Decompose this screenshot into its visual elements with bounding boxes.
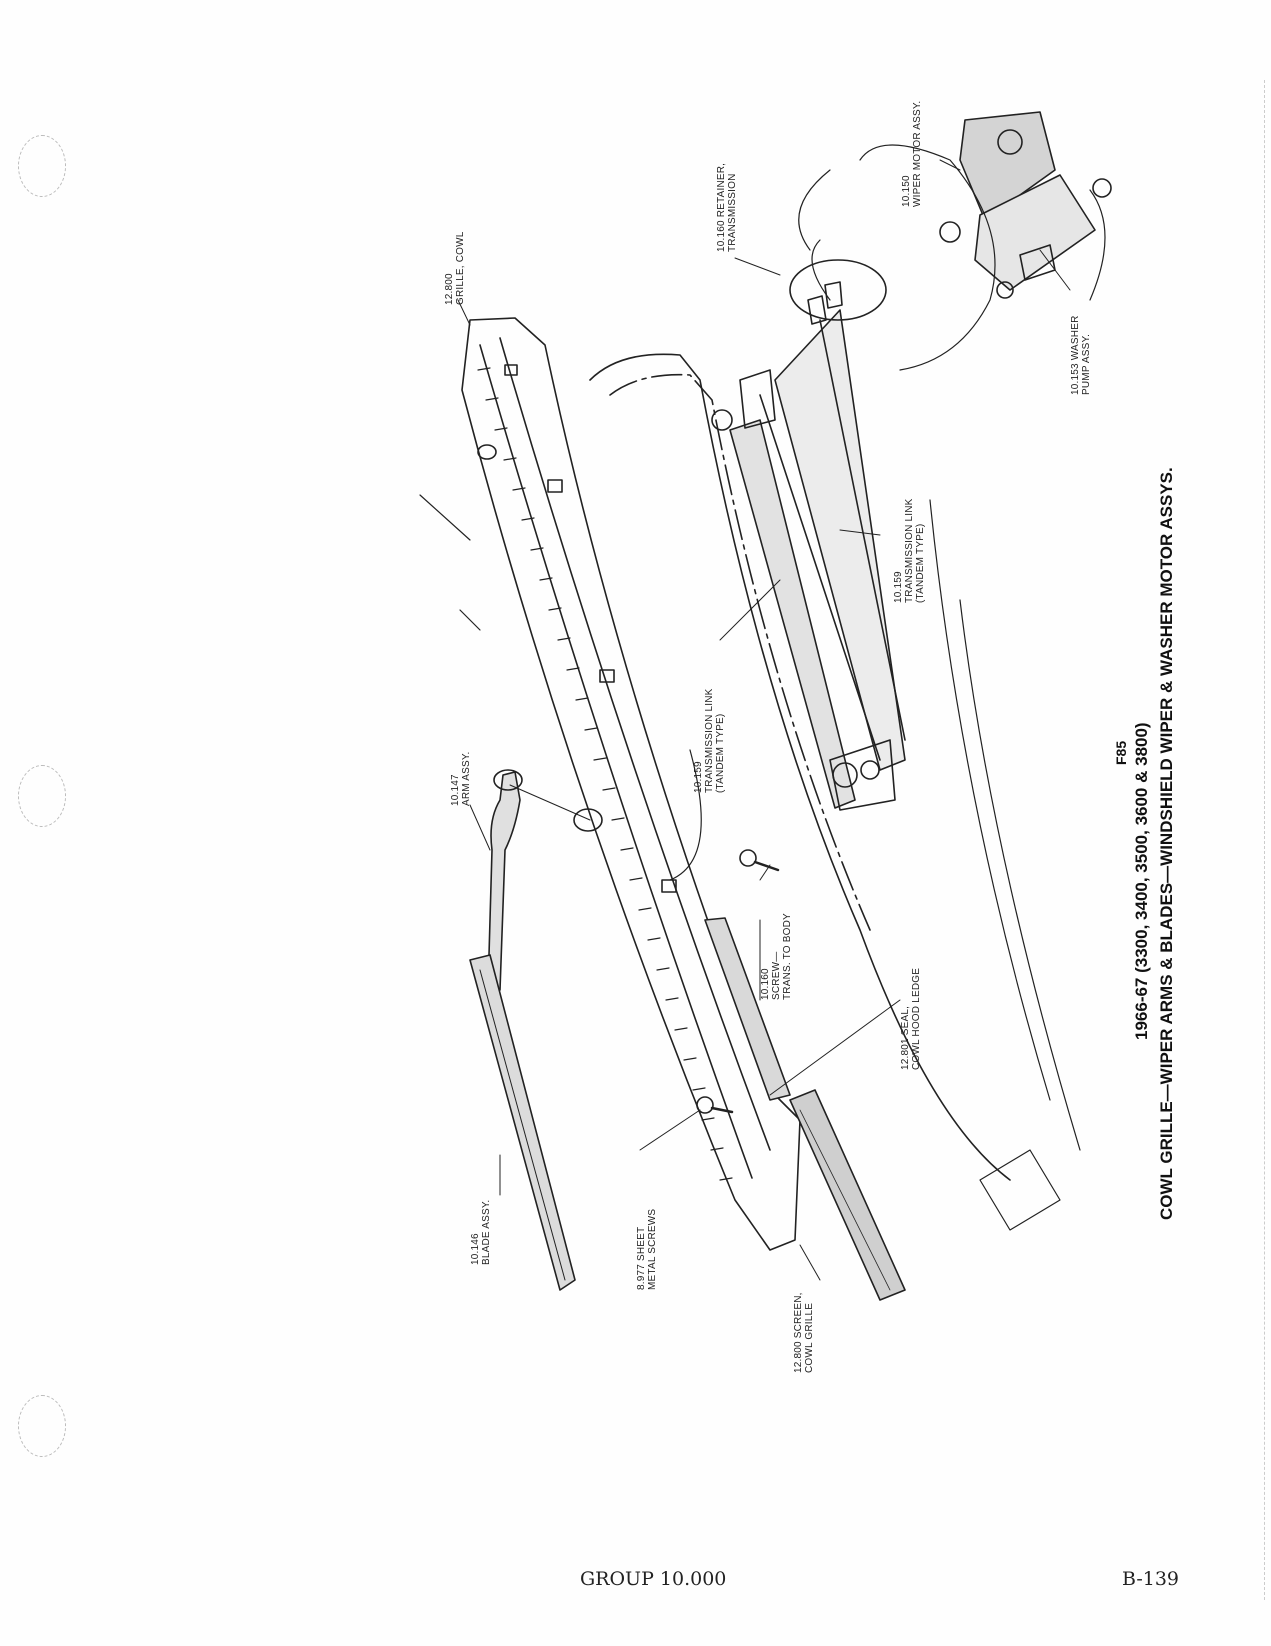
wiper-motor bbox=[939, 111, 1112, 299]
label-seal-cowl-hood: 12.801 SEAL, COWL HOOD LEDGE bbox=[900, 967, 922, 1070]
wiper-arm bbox=[487, 769, 523, 991]
sheet-metal-screw bbox=[696, 1096, 734, 1114]
label-wiper-motor: 10.150 WIPER MOTOR ASSY. bbox=[901, 100, 923, 207]
windshield-inner bbox=[609, 373, 871, 931]
label-screen-cowl-grille: 12.800 SCREEN, COWL GRILLE bbox=[793, 1292, 815, 1373]
label-sheet-metal-screws: 8.977 SHEET METAL SCREWS bbox=[636, 1208, 658, 1290]
footer-page-number: B-139 bbox=[1122, 1568, 1179, 1590]
label-retainer-transmission: 10.160 RETAINER, TRANSMISSION bbox=[716, 162, 738, 252]
transmission-retainer bbox=[789, 259, 887, 325]
figure-number: F85 bbox=[1113, 740, 1129, 765]
body-panel bbox=[929, 499, 1081, 1231]
footer-group: GROUP 10.000 bbox=[580, 1568, 727, 1590]
page-edge bbox=[1264, 80, 1265, 1600]
label-screw-trans-body: 10.160 SCREW— TRANS. TO BODY bbox=[760, 913, 793, 1000]
label-transmission-link-right: 10.159 TRANSMISSION LINK (TANDEM TYPE) bbox=[893, 498, 926, 603]
windshield-outline bbox=[589, 353, 1011, 1181]
label-blade-assy: 10.146 BLADE ASSY. bbox=[470, 1199, 492, 1265]
wiring bbox=[798, 144, 996, 371]
screw-trans-body bbox=[739, 849, 780, 872]
label-grille-cowl: 12.800 GRILLE, COWL bbox=[444, 231, 466, 305]
binder-hole bbox=[18, 135, 66, 197]
label-arm-assy: 10.147 ARM ASSY. bbox=[450, 751, 472, 806]
leader-lines bbox=[457, 159, 1071, 1281]
caption-years: 1966-67 (3300, 3400, 3500, 3600 & 3800) bbox=[1132, 722, 1151, 1040]
transmission-link-assembly bbox=[711, 309, 906, 811]
cowl-hood-seal bbox=[704, 917, 791, 1101]
label-washer-pump: 10.153 WASHER PUMP ASSY. bbox=[1070, 315, 1092, 396]
caption-title: COWL GRILLE—WIPER ARMS & BLADES—WINDSHIE… bbox=[1157, 467, 1176, 1220]
cowl-grille bbox=[461, 317, 801, 1251]
label-transmission-link-center: 10.159 TRANSMISSION LINK (TANDEM TYPE) bbox=[693, 688, 726, 793]
wiper-blade bbox=[469, 954, 576, 1291]
binder-hole bbox=[18, 1395, 66, 1457]
cowl-grille-screen bbox=[789, 1089, 906, 1301]
binder-hole bbox=[18, 765, 66, 827]
